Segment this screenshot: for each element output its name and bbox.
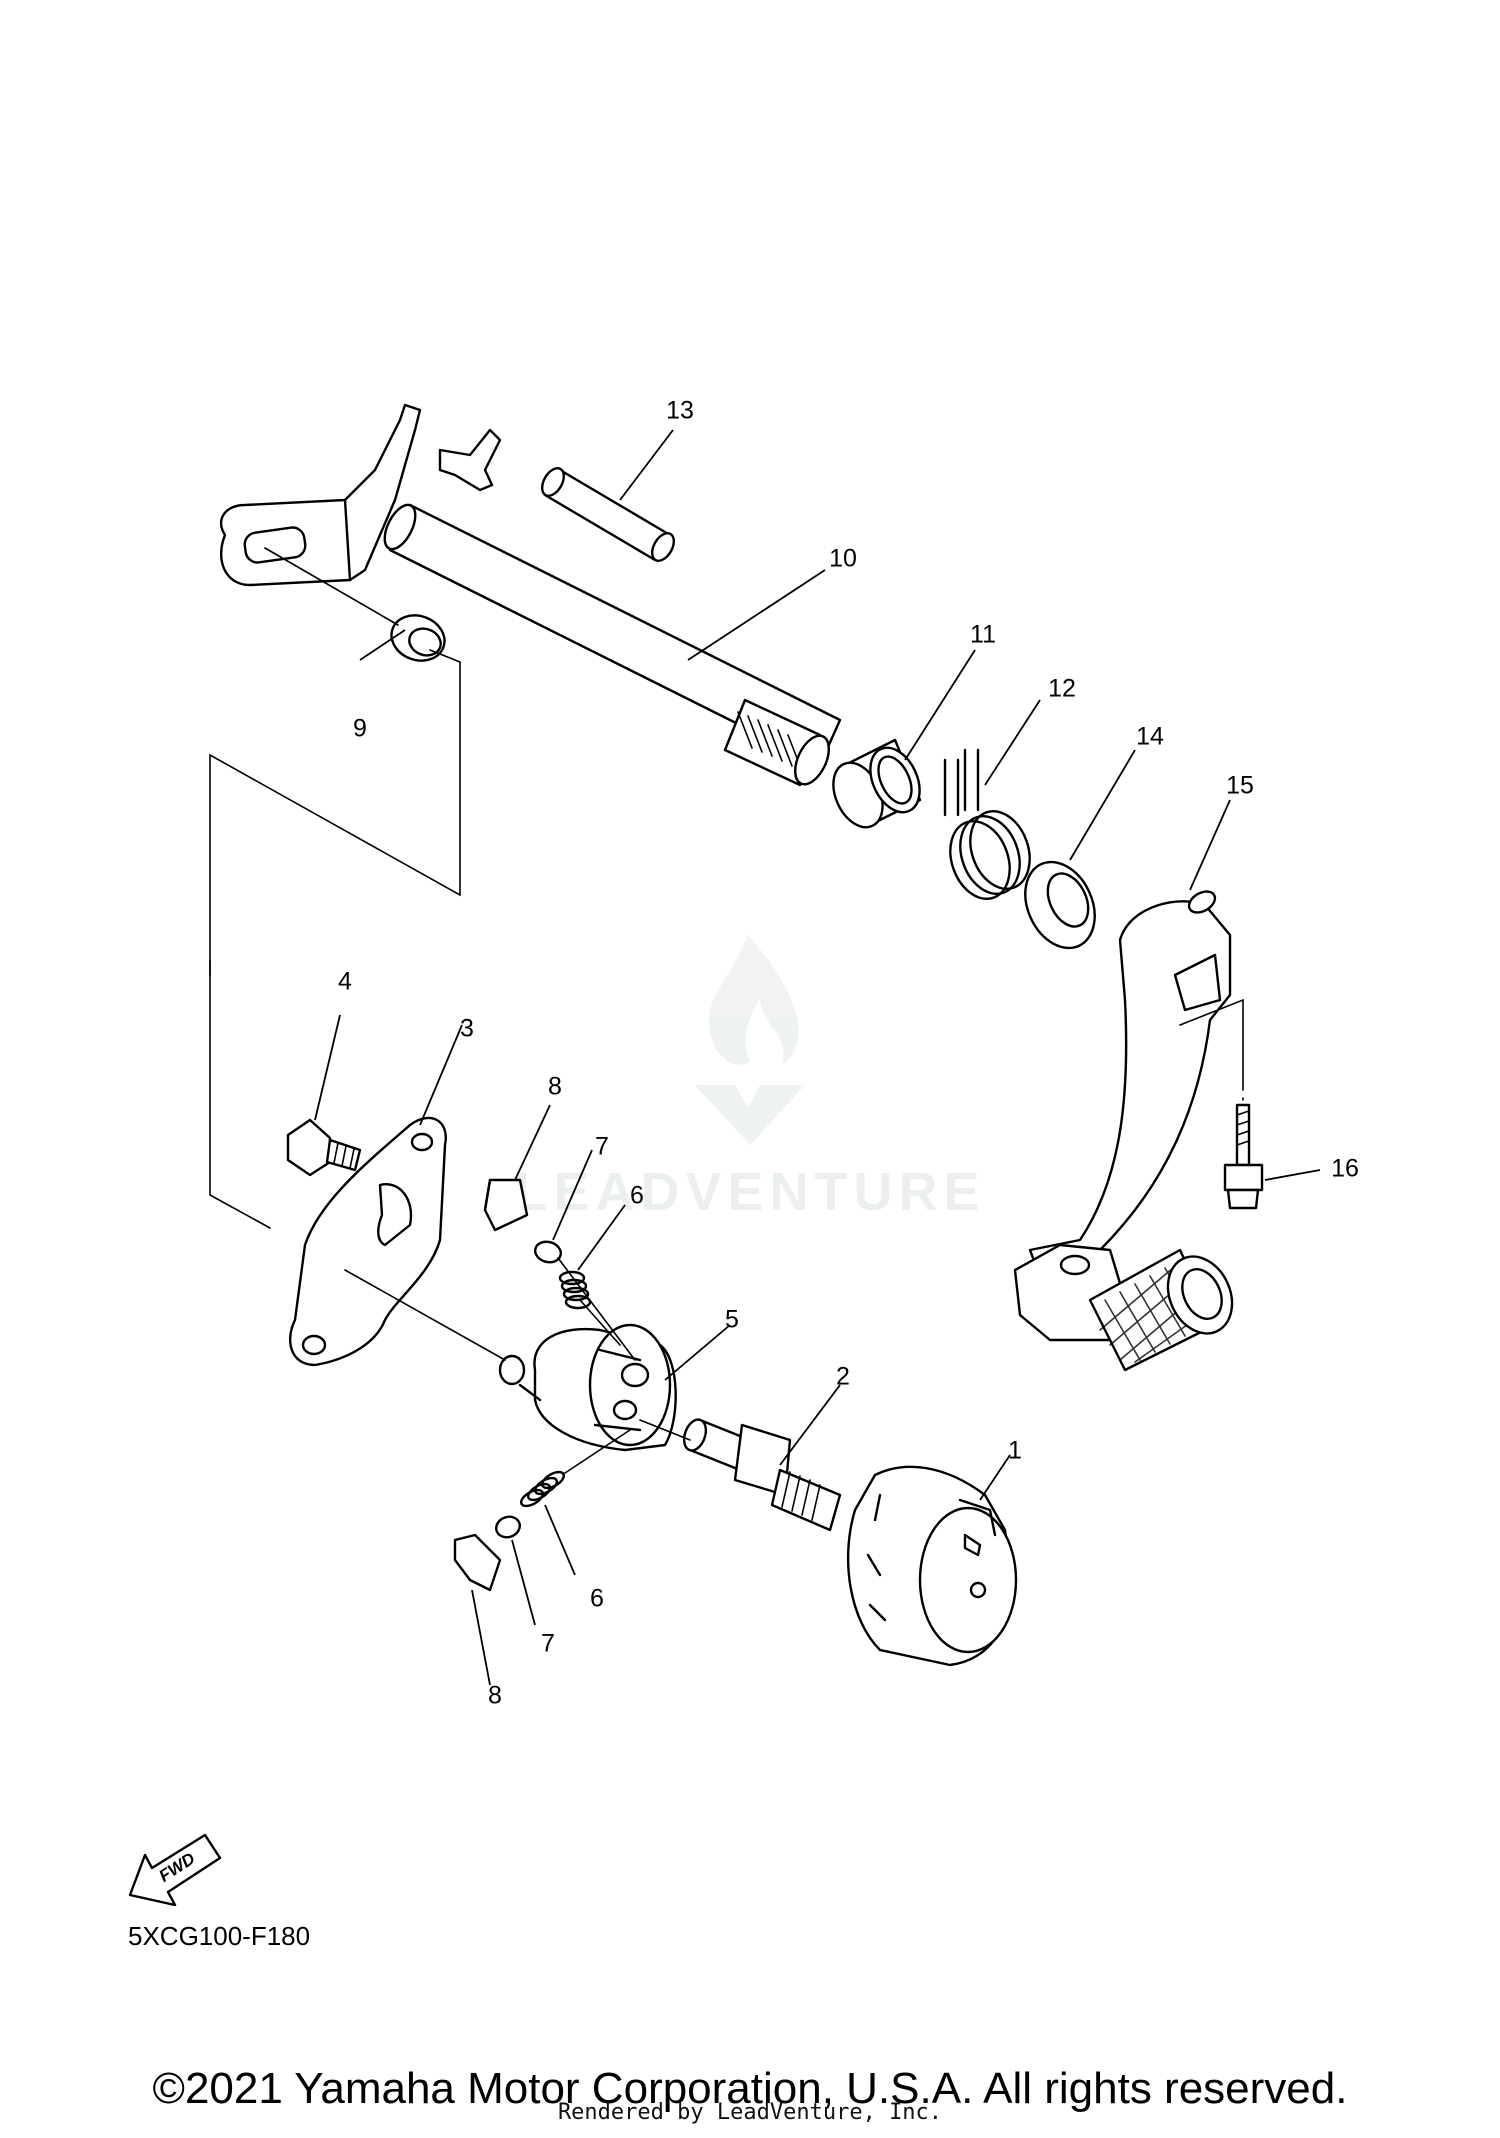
- callout-15: 15: [1226, 772, 1254, 800]
- part-4-bolt: [286, 1118, 362, 1177]
- part-13-pin: [540, 467, 676, 562]
- callout-8-lower: 8: [488, 1682, 502, 1710]
- callout-7-lower: 7: [541, 1630, 555, 1658]
- part-9-oil-seal: [390, 614, 446, 662]
- callout-4: 4: [338, 968, 352, 996]
- callout-11: 11: [970, 621, 996, 649]
- part-2-stopper: [682, 1418, 842, 1532]
- callout-7-upper: 7: [595, 1133, 609, 1161]
- callout-10: 10: [829, 545, 857, 573]
- watermark-logo: [695, 935, 805, 1145]
- callout-6-lower: 6: [590, 1585, 604, 1613]
- callout-13: 13: [666, 397, 694, 425]
- part-1-drum: [846, 1465, 1018, 1667]
- part-6-upper-spring: [558, 1270, 592, 1310]
- callout-9: 9: [353, 715, 367, 743]
- part-11-collar: [832, 738, 922, 829]
- part-14-seal: [1024, 860, 1096, 950]
- callout-14: 14: [1136, 723, 1164, 751]
- part-10-shift-shaft: [219, 403, 842, 787]
- copyright-text: ©2021 Yamaha Motor Corporation, U.S.A. A…: [152, 2064, 1348, 2113]
- callout-12: 12: [1048, 675, 1076, 703]
- part-12-spring: [943, 748, 1031, 900]
- diagram-code: 5XCG100-F180: [128, 1921, 311, 1951]
- callout-16: 16: [1331, 1155, 1359, 1183]
- fwd-arrow-icon: FWD: [128, 1833, 222, 1907]
- part-8-upper-pawl: [483, 1178, 529, 1232]
- callout-6-upper: 6: [630, 1182, 644, 1210]
- part-16-bolt: [1223, 1103, 1264, 1210]
- callout-8-upper: 8: [548, 1073, 562, 1101]
- part-7-lower-pin: [495, 1515, 521, 1539]
- callout-3: 3: [460, 1015, 474, 1043]
- part-6-lower-spring: [519, 1470, 566, 1508]
- callout-2: 2: [836, 1363, 850, 1391]
- watermark-text: LEADVENTURE: [514, 1162, 985, 1222]
- rendered-by-text: Rendered by LeadVenture, Inc.: [557, 2100, 943, 2125]
- callout-1: 1: [1008, 1437, 1022, 1465]
- part-8-lower-pawl: [453, 1533, 502, 1592]
- callout-5: 5: [725, 1306, 739, 1334]
- part-15-shift-pedal: [1013, 890, 1234, 1372]
- assembly-lines: [209, 547, 1244, 1474]
- part-5-segment: [498, 1323, 677, 1452]
- part-7-upper-pin: [533, 1240, 563, 1264]
- part-3-plate: [288, 1116, 447, 1367]
- leader-lines: [314, 429, 1321, 1686]
